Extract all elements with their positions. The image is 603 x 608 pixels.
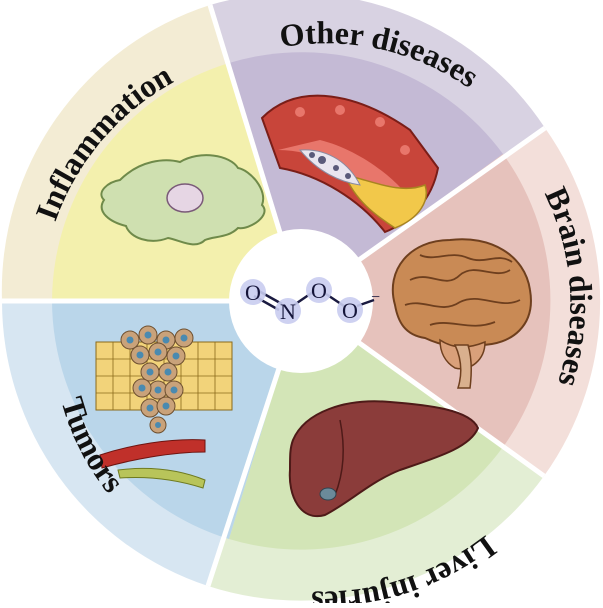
macrophage-cell-icon — [100, 154, 266, 246]
blood-vessel-plaque-icon — [260, 94, 440, 234]
atom-o1: O — [245, 280, 261, 305]
tumor-cells-icon — [95, 325, 233, 489]
charge-sign: − — [371, 289, 380, 306]
atom-o2: O — [311, 278, 327, 303]
brain-icon — [391, 238, 532, 389]
atom-o3: O — [342, 298, 358, 323]
peroxynitrite-molecule: O N O O − — [240, 277, 380, 324]
atom-n: N — [280, 299, 296, 324]
liver-icon — [288, 400, 480, 518]
